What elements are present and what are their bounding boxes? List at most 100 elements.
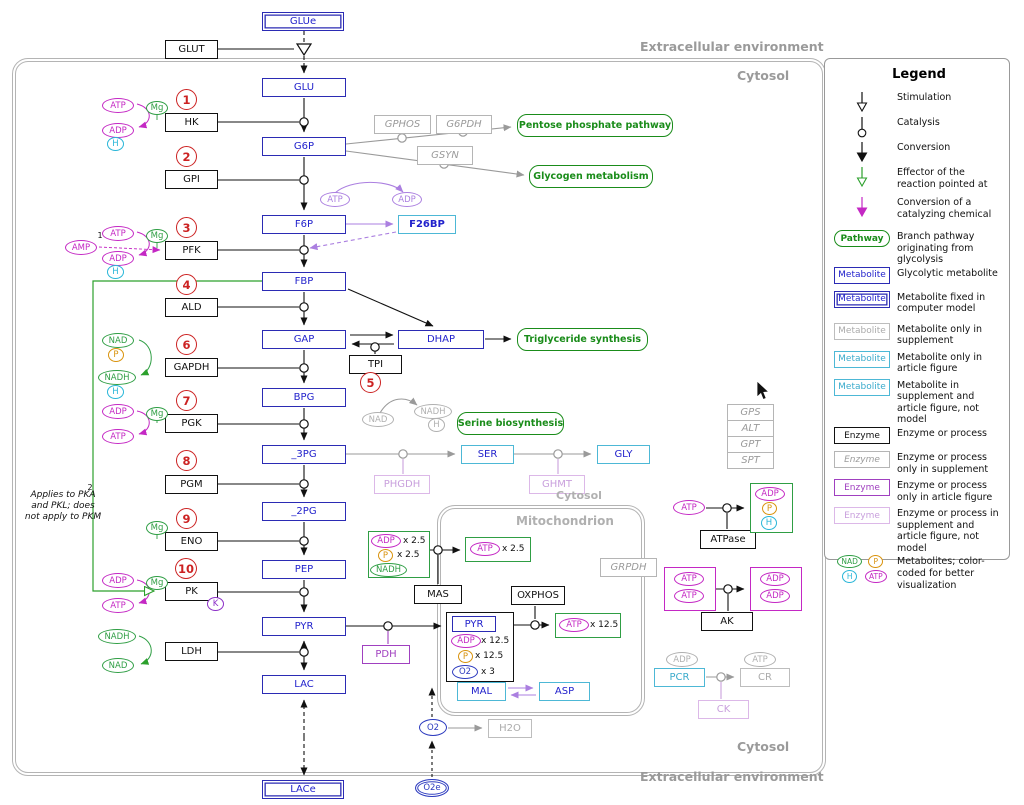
cofactor-p-oxphos: P [458,650,473,663]
multiplier-p-oxphos: x 12.5 [475,651,504,661]
enzyme-tpi: TPI [349,355,402,374]
metabolite-3pg: _3PG [262,445,346,464]
cofactor-nad-gapdh: NAD [102,333,134,348]
enzyme-mas: MAS [414,585,462,604]
box: Metabolite [833,350,891,368]
legend-item-label: Metabolite only in supplement [897,323,983,347]
cofactor-p-mas: P [378,549,393,562]
metabolite-glu: GLU [262,78,346,97]
cofactor-k-pk: K [207,597,224,611]
enzyme-pfk: PFK [165,241,218,260]
cofactor-adp-pfk2: ADP [392,192,422,207]
enzyme-grpdh: GRPDH [600,558,657,577]
multiplier-p-mas: x 2.5 [397,550,420,560]
legend-item-effector-arrow: Effector of the reaction pointed at [833,165,1005,195]
cytosol-label-mid: Cytosol [556,489,602,502]
step-number-7: 7 [176,390,197,411]
step-number-5: 5 [360,372,381,393]
cofactor-atp-ck: ATP [744,652,776,667]
legend-item-catalysis-symbol: Catalysis [833,115,1005,140]
extracellular-label-bottom: Extracellular environment [640,769,824,784]
legend-item-conversion-arrow: Conversion [833,140,1005,165]
metabolite-ser: SER [461,445,514,464]
legend-item-label: Enzyme or process only in supplement [897,452,989,475]
step-number-9: 9 [176,508,197,529]
cofactor-atp-hk: ATP [102,98,134,113]
cofactor-atp-pgk: ATP [102,429,134,444]
cofactor-o2-oxphos: O2 [452,665,478,679]
metabolite-gly: GLY [597,445,650,464]
cofactor-nad-serine: NAD [362,412,394,427]
enzyme-ald: ALD [165,298,218,317]
cofactor-adp-hk: ADP [102,123,134,138]
enzyme-pk: PK [165,582,218,601]
cofactor-adp-oxphos: ADP [451,634,481,648]
cofactor-mg-pgk: Mg [146,407,168,421]
metabolite-f6p: F6P [262,215,346,234]
multiplier-atp-oxphos: x 12.5 [590,620,619,630]
cofactor-adp-pfk: ADP [102,251,134,266]
enzyme-ak: AK [701,612,753,631]
legend-item-label: Enzyme or process [897,428,987,440]
metabolite-bpg: BPG [262,388,346,407]
legend-item-label: Stimulation [897,92,952,103]
footnote-1: 1 [97,230,103,240]
legend-item-label: Enzyme or process in supplement and arti… [897,508,999,554]
cofactor-adp-atpase: ADP [755,487,785,501]
box: Enzyme [833,478,891,497]
conversion-arrow [833,140,891,163]
cofactor-nad-ldh: NAD [102,658,134,673]
metabolite-glue: GLUe [262,12,344,31]
cofactor-h-pfk: H [107,265,124,279]
step-number-6: 6 [176,334,197,355]
pk-isoform-footnote: Applies to PKA and PKL; does not apply t… [24,490,102,522]
metabolite-pyr: PYR [262,617,346,636]
cofactor-atp-pk: ATP [102,598,134,613]
cofactor-mg-pfk: Mg [146,229,168,243]
enzyme-gps: GPS [727,404,774,421]
metabolite-lac: LAC [262,675,346,694]
enzyme-eno: ENO [165,532,218,551]
legend-item-label: Conversion [897,142,951,153]
effector-arrow [833,165,891,188]
multiplier-atp-mas: x 2.5 [502,544,525,554]
footnote-2: 2 [87,482,93,492]
cofactor-nadh-gapdh: NADH [98,370,136,385]
legend-item-label: Branch pathway originating from glycolys… [897,231,975,266]
cofactor-atp-atpase: ATP [673,500,705,515]
cofactor-atp-mas: ATP [470,542,500,556]
metabolite-pyr-mito: PYR [452,616,496,632]
enzyme-gpi: GPI [165,170,218,189]
cofactor-p-gapdh: P [108,348,124,362]
enzyme-oxphos: OXPHOS [511,586,565,605]
cofactor-adp-ck: ADP [666,652,698,667]
catalysis-symbol [833,115,891,138]
cofactor-mg-pk: Mg [146,576,168,590]
multiplier-o2-oxphos: x 3 [481,667,495,677]
metabolite-2pg: _2PG [262,502,346,521]
step-number-1: 1 [176,89,197,110]
cofactor-adp-pgk: ADP [102,404,134,419]
enzyme-ldh: LDH [165,642,218,661]
mitochondrion-compartment-border [437,505,645,716]
cofactor-mg-eno: Mg [146,521,168,535]
enzyme-spt: SPT [727,452,774,469]
step-number-4: 4 [176,274,197,295]
legend-item-catalyzing-conversion-arrow: Conversion of a catalyzing chemical [833,195,1005,229]
metabolite-pcr: PCR [654,668,705,687]
metabolite-o2: O2 [419,719,447,736]
cofactor-atp-oxphos: ATP [559,618,589,632]
cytosol-label-top: Cytosol [737,68,790,83]
metabolite-asp: ASP [539,682,590,701]
pathway-serine-biosynthesis: Serine biosynthesis [457,412,564,435]
legend-item-label: Catalysis [897,117,940,128]
